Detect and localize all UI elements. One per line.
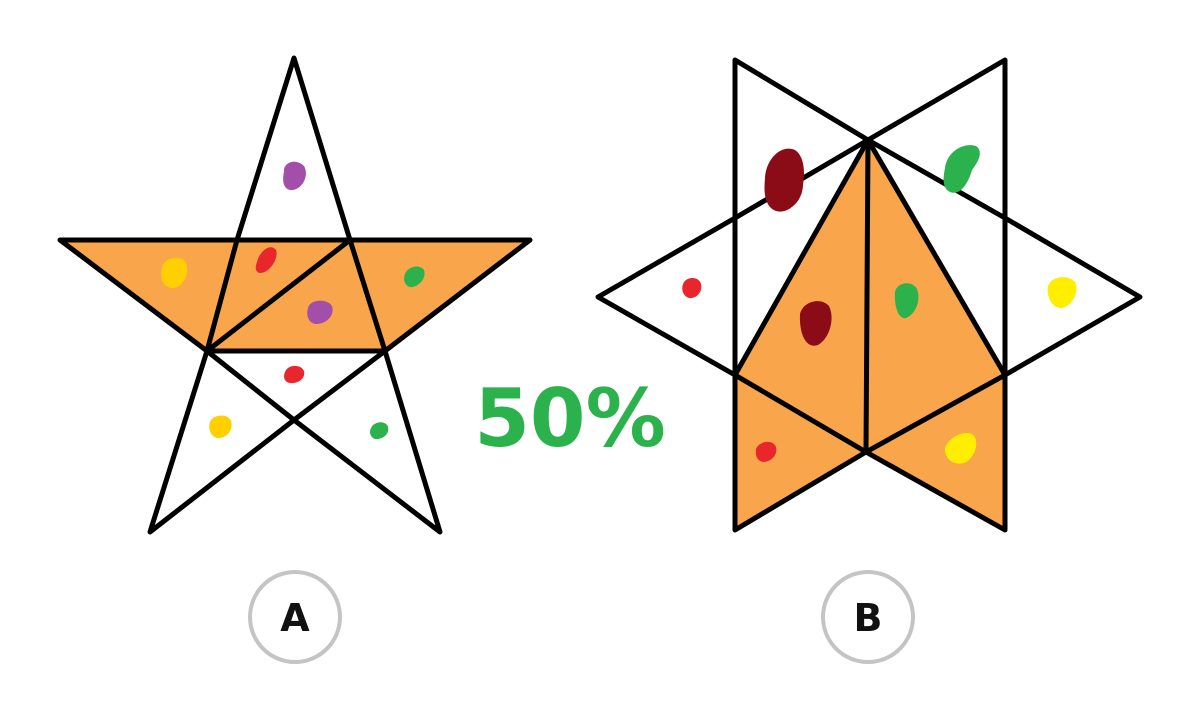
red-dot — [255, 247, 277, 273]
figure-a-outline — [57, 55, 533, 535]
figure-a-markers — [161, 161, 425, 440]
red-dot — [682, 278, 702, 299]
divider-diagonal — [204, 237, 353, 354]
figure-b-markers — [682, 145, 1077, 464]
badge-b-label: B — [854, 596, 883, 640]
figure-a-shaded-region — [60, 240, 530, 351]
divider-upper-right — [865, 137, 1008, 221]
yellow-dot — [209, 415, 232, 439]
badge-a-label: A — [280, 596, 310, 640]
shaded-lower-right — [866, 375, 1005, 530]
yellow-dot — [944, 432, 977, 464]
darkred-scribble — [764, 148, 805, 212]
divider-lower-left — [204, 348, 297, 423]
divider-lower-right — [863, 372, 1008, 455]
green-dot — [404, 266, 425, 288]
figure-a-star — [57, 55, 533, 535]
star-outline — [595, 57, 1143, 533]
green-dot — [894, 283, 919, 319]
shaded-lower-left — [735, 375, 866, 530]
purple-dot — [283, 161, 306, 191]
figure-b-shaded-region — [735, 140, 1005, 530]
percent-label: 50% — [474, 372, 665, 465]
badge-a: A — [248, 570, 342, 664]
divider-right-edge — [865, 137, 1008, 378]
yellow-dot — [161, 257, 188, 288]
red-dot — [284, 365, 305, 384]
shaded-kite-right — [866, 140, 1005, 452]
purple-dot — [307, 300, 333, 324]
red-dot — [755, 441, 777, 462]
yellow-dot — [1047, 277, 1077, 309]
shaded-center-pentagon — [207, 240, 385, 351]
divider-left-leg — [204, 237, 240, 354]
shaded-right-arm — [350, 240, 530, 351]
green-dot — [943, 145, 980, 193]
badge-b: B — [821, 570, 915, 664]
badge-a-circle — [248, 570, 342, 664]
divider-vertical — [863, 137, 871, 455]
badge-b-circle — [821, 570, 915, 664]
shaded-left-arm — [60, 240, 237, 351]
darkred-scribble-loop — [773, 167, 804, 209]
divider-left-edge — [732, 137, 871, 378]
divider-lower-right — [291, 348, 388, 423]
green-dot — [370, 422, 389, 440]
divider-lower-left — [732, 372, 869, 455]
figure-b-outline — [595, 57, 1143, 533]
figure-b-star — [595, 57, 1143, 533]
darkred-dot — [799, 301, 832, 346]
divider-right-leg — [347, 237, 388, 354]
shaded-kite-left — [735, 140, 868, 452]
